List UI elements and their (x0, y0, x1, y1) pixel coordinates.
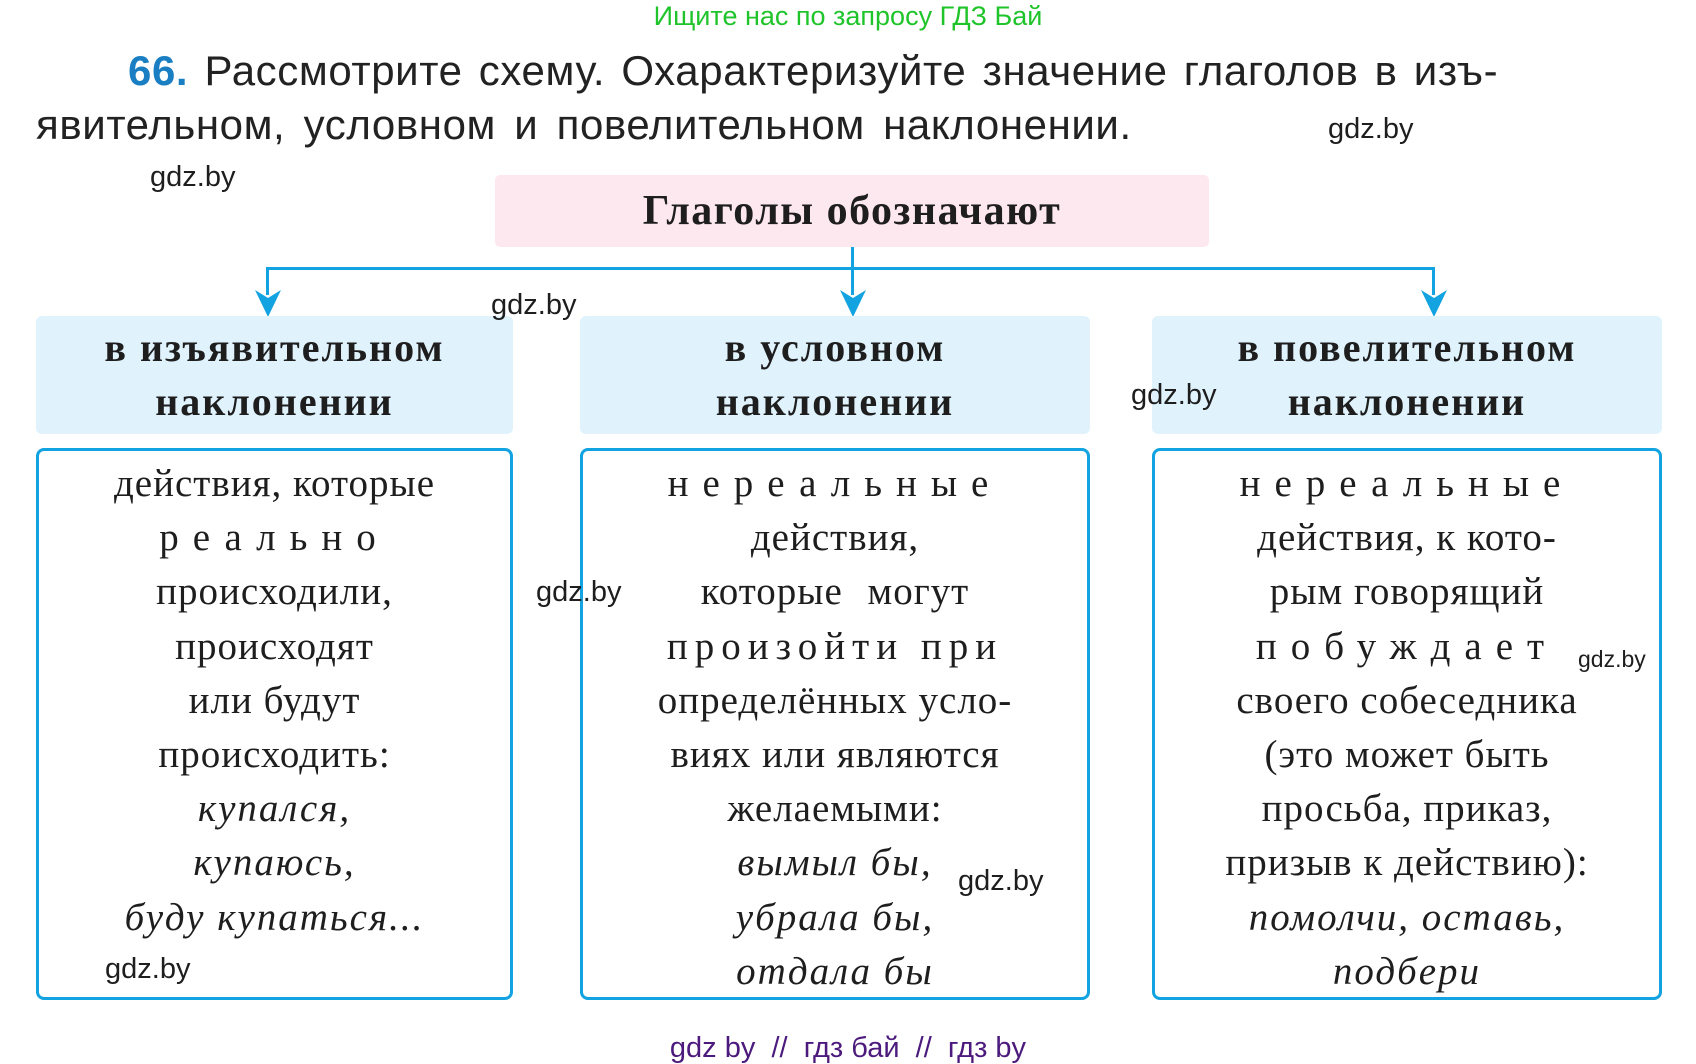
description-line: (это может быть (1264, 733, 1550, 777)
indicative-mood-header: в изъявительном наклонении (36, 316, 513, 434)
description-line: рым говорящий (1269, 570, 1545, 614)
arrow-down-icon (1421, 290, 1447, 317)
example-line: отдала бы (736, 949, 934, 993)
watermark: gdz.by (1578, 646, 1646, 672)
watermark: gdz.by (150, 161, 236, 193)
header-line: в условном (724, 325, 946, 370)
imperative-mood-description: нереальные действия, к кото- рым говорящ… (1152, 448, 1662, 1000)
task-line-1-text: Рассмотрите схему. Охарактеризуйте значе… (204, 47, 1499, 94)
description-line: определённых усло- (657, 678, 1013, 722)
imperative-mood-header: в повелительном наклонении (1152, 316, 1662, 434)
task-line-2: явительном, условном и повелительном нак… (36, 101, 1132, 148)
diagram-root-box: Глаголы обозначают (495, 175, 1209, 247)
description-line: нереальные (1239, 462, 1575, 505)
task-number: 66. (128, 47, 189, 94)
description-line: побуждает (1255, 624, 1559, 668)
header-line: наклонении (715, 379, 955, 424)
description-line: произойти при (666, 624, 1004, 668)
header-line: в изъявительном (104, 325, 445, 370)
watermark: gdz.by (1328, 113, 1414, 145)
description-line: действия, которые (113, 462, 436, 505)
arrow-down-icon (840, 290, 866, 317)
example-line: помолчи, оставь, (1248, 895, 1566, 939)
conditional-mood-header: в условном наклонении (580, 316, 1090, 434)
description-line: происходить: (158, 733, 391, 777)
description-line: призыв к действию): (1225, 841, 1589, 885)
watermark: gdz.by (958, 865, 1044, 897)
connector-horizontal (266, 267, 1435, 270)
description-line: действия, (750, 516, 920, 560)
conditional-mood-description: нереальные действия, которые могут произ… (580, 448, 1090, 1000)
watermark: gdz.by (105, 953, 191, 985)
task-line-1: 66. Рассмотрите схему. Охарактеризуйте з… (36, 44, 1666, 98)
description-line: виях или являются (670, 733, 1000, 777)
description-line: которые могут (700, 570, 970, 614)
example-line: буду купаться... (124, 895, 425, 939)
description-line: происходили, (156, 570, 393, 614)
example-line: подбери (1332, 949, 1482, 993)
connector-stem (851, 247, 854, 270)
header-line: в повелительном (1237, 325, 1577, 370)
header-line: наклонении (155, 379, 394, 424)
arrow-down-icon (255, 290, 281, 317)
task-text: 66. Рассмотрите схему. Охарактеризуйте з… (36, 44, 1666, 152)
watermark: gdz.by (1131, 379, 1217, 411)
watermark: gdz.by (491, 289, 577, 321)
connector-drop-middle (851, 267, 854, 295)
description-line: желаемыми: (727, 787, 943, 831)
example-line: купался, (197, 787, 352, 831)
diagram-root-label: Глаголы обозначают (642, 188, 1062, 234)
description-line: нереальные (667, 462, 1003, 505)
description-line: реально (159, 516, 390, 560)
description-line: или будут (188, 678, 361, 722)
example-line: купаюсь, (193, 841, 356, 885)
description-line: просьба, приказ, (1261, 787, 1553, 831)
description-line: происходят (175, 624, 374, 668)
promo-banner: Ищите нас по запросу ГДЗ Бай (653, 1, 1043, 31)
header-line: наклонении (1287, 379, 1527, 424)
example-line: убрала бы, (735, 895, 935, 939)
footer-watermark: gdz by // гдз бай // гдз by (669, 1032, 1027, 1064)
description-line: своего собеседника (1236, 678, 1578, 722)
connector-drop-right (1432, 267, 1435, 295)
watermark: gdz.by (536, 576, 622, 608)
indicative-mood-description: действия, которые реально происходили, п… (36, 448, 513, 1000)
example-line: вымыл бы, (737, 841, 933, 885)
connector-drop-left (266, 267, 269, 295)
description-line: действия, к кото- (1257, 516, 1557, 560)
